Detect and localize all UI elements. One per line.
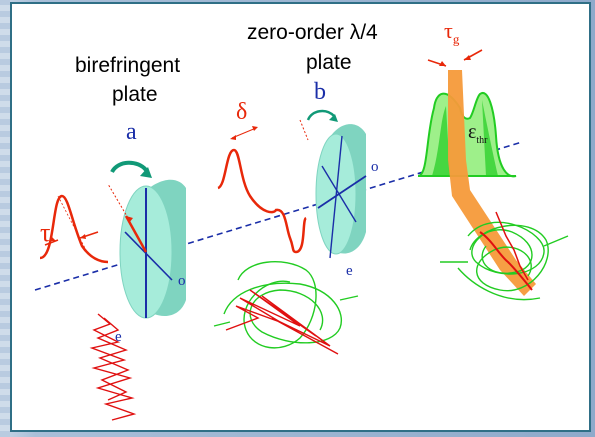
label-epsilon-sub: thr [476, 135, 488, 146]
zero-order-label-line2: plate [306, 51, 352, 74]
split-pulse [217, 126, 308, 254]
label-tau: τ [40, 218, 51, 247]
rotation-arrow-b-head [329, 114, 338, 122]
rotation-arrow-b-icon [306, 109, 335, 121]
label-b: b [314, 79, 326, 105]
label-tau-g-main: τ [444, 18, 453, 43]
linear-wave-packet [89, 313, 137, 421]
rotation-arrow-a-icon [110, 160, 148, 174]
zero-order-label-line1: zero-order λ/4 [247, 21, 378, 44]
label-tau-g-sub: g [452, 31, 460, 47]
birefringent-label-line1: birefringent [75, 54, 181, 77]
label-epsilon-thr: εthr [468, 122, 488, 146]
quarter-wave-plate [315, 124, 367, 259]
label-o-first-plate: o [178, 273, 186, 289]
birefringent-plate [107, 179, 186, 319]
delta-to-b-dotted [299, 119, 309, 141]
tau-g-marker [427, 49, 483, 67]
label-o-second-plate: o [371, 159, 379, 175]
slide-left-edge [0, 0, 10, 437]
label-tau-g: τg [444, 18, 460, 47]
label-delta: δ [236, 99, 248, 125]
label-e-second-plate: e [346, 263, 353, 279]
elliptical-wave-packet [213, 261, 359, 355]
green-spiral-output [440, 221, 569, 301]
rotation-arrow-a-head [140, 167, 152, 178]
label-epsilon-main: ε [468, 121, 477, 143]
birefringent-label-line2: plate [112, 83, 158, 106]
threshold-pulse [417, 91, 517, 178]
red-pulse-output [479, 231, 533, 291]
label-a: a [126, 119, 137, 145]
input-pulse [39, 194, 109, 264]
red-pulse-output-2 [495, 211, 529, 281]
label-e-first-plate: e [115, 329, 122, 345]
